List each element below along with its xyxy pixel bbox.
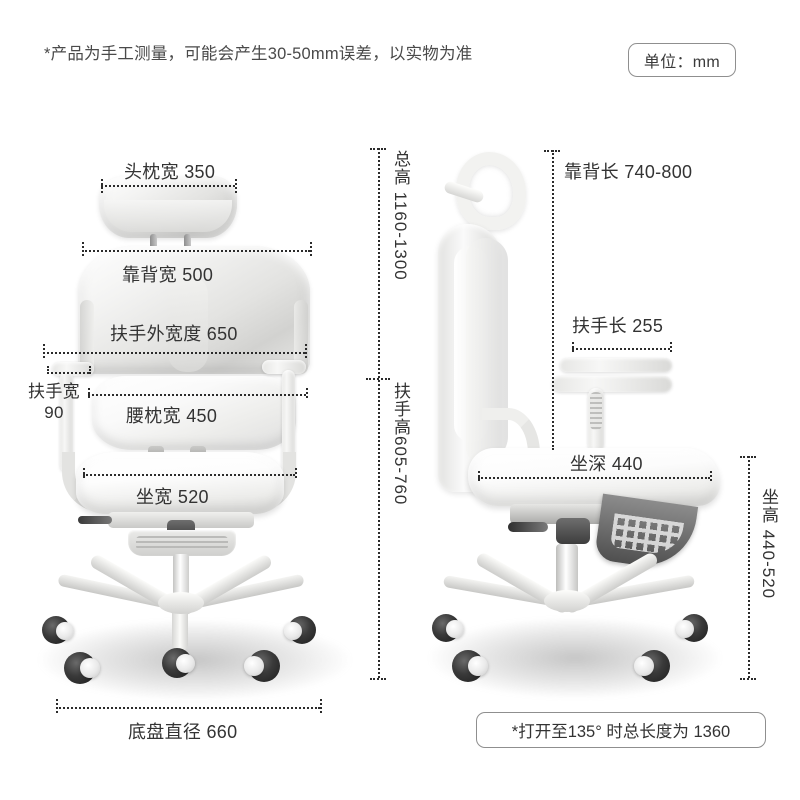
base-hub	[158, 592, 204, 614]
guide-seat-width-cap-right	[295, 468, 297, 478]
guide-armrest-height-cap-mid	[366, 378, 390, 380]
label-base-diameter: 底盘直径 660	[128, 722, 238, 742]
armrest-post-right	[282, 370, 295, 474]
guide-backrest-length-cap-top	[544, 150, 560, 152]
guide-seat-height-cap-top	[740, 456, 756, 458]
side-armrest-pad-lower	[552, 376, 672, 392]
label-armrest-outer-width: 扶手外宽度 650	[110, 324, 238, 344]
label-armrest-width-text: 扶手宽	[28, 382, 80, 401]
guide-base-diameter	[56, 707, 320, 709]
guide-backrest-width-cap-left	[82, 242, 84, 256]
guide-lumbar-width-cap-left	[88, 388, 90, 398]
guide-armrest-outer-cap-right	[305, 344, 307, 358]
label-armrest-length: 扶手长 255	[572, 316, 664, 336]
armrest-post-left	[60, 372, 73, 472]
guide-headrest-width	[101, 185, 235, 187]
guide-armrest-outer-width	[43, 352, 305, 354]
guide-seat-depth-cap-left	[478, 471, 480, 481]
side-caster-rim-left-far	[446, 620, 464, 638]
label-backrest-length: 靠背长 740-800	[564, 162, 693, 182]
side-caster-rim-left-near	[468, 656, 488, 676]
unit-badge: 单位：mm	[628, 43, 736, 77]
guide-total-height-cap-top	[370, 148, 386, 150]
guide-seat-depth	[478, 477, 710, 479]
height-lever	[78, 516, 112, 524]
guide-seat-height-cap-bottom	[740, 678, 756, 680]
guide-seat-width-cap-left	[83, 468, 85, 478]
guide-base-diameter-cap-right	[320, 699, 322, 713]
backrest-mesh-center	[168, 276, 208, 372]
lumbar-pad	[92, 376, 296, 450]
side-view-chair	[420, 0, 740, 760]
guide-seat-width	[83, 474, 295, 476]
label-headrest-width: 头枕宽 350	[124, 162, 216, 182]
tray-slots	[136, 536, 228, 550]
measurement-disclaimer: *产品为手工测量，可能会产生30-50mm误差，以实物为准	[44, 45, 473, 63]
guide-armrest-outer-cap-left	[43, 344, 45, 358]
guide-center-vertical	[378, 148, 380, 678]
caster-rim-right-near	[244, 656, 264, 676]
seat-cushion	[76, 452, 284, 514]
guide-backrest-width	[82, 250, 310, 252]
backrest-frame-right	[294, 300, 308, 374]
guide-headrest-width-cap-left	[101, 179, 103, 193]
caster-rim-right-far	[284, 622, 302, 640]
guide-lumbar-width-cap-right	[306, 388, 308, 398]
side-gas-cylinder	[556, 544, 578, 600]
caster-rim-left-far	[56, 622, 74, 640]
side-caster-rim-right-far	[676, 620, 694, 638]
side-control-lever	[508, 522, 548, 532]
guide-backrest-width-cap-right	[310, 242, 312, 256]
caster-rim-front	[176, 654, 195, 673]
backrest-frame-left	[80, 300, 94, 374]
guide-seat-height	[748, 456, 750, 678]
headrest-seam	[104, 200, 232, 232]
label-backrest-width: 靠背宽 500	[122, 265, 214, 285]
guide-armrest-length-cap-left	[572, 342, 574, 352]
guide-backrest-length	[552, 150, 554, 450]
headrest-stem-left	[150, 234, 157, 256]
label-total-height: 总高 1160-1300	[391, 150, 410, 281]
guide-base-diameter-cap-left	[56, 699, 58, 713]
label-seat-height: 坐高 440-520	[759, 488, 778, 600]
label-seat-width: 坐宽 520	[136, 487, 209, 507]
guide-lumbar-width	[88, 394, 306, 396]
front-view-chair	[0, 0, 360, 760]
label-lumbar-width: 腰枕宽 450	[126, 406, 218, 426]
caster-rim-left-near	[80, 658, 100, 678]
guide-armrest-width-cap-left	[47, 366, 49, 374]
guide-armrest-length-cap-right	[670, 342, 672, 352]
label-armrest-width: 扶手宽 90	[22, 381, 86, 424]
side-base-hub	[544, 590, 590, 612]
label-seat-depth: 坐深 440	[570, 454, 643, 474]
gas-cylinder	[173, 554, 189, 600]
side-armrest-pad-top	[560, 358, 672, 372]
armrest-pad-right	[262, 360, 306, 374]
guide-armrest-width	[47, 372, 89, 374]
side-armrest-adjust-rail	[590, 392, 602, 430]
label-armrest-height: 扶手高605-760	[391, 382, 410, 506]
guide-headrest-width-cap-right	[235, 179, 237, 193]
guide-armrest-length	[572, 348, 670, 350]
guide-seat-depth-cap-right	[710, 471, 712, 481]
side-caster-rim-right-near	[634, 656, 654, 676]
guide-armrest-width-cap-right	[89, 366, 91, 374]
side-headrest-shell	[456, 152, 526, 230]
side-tilt-knob	[556, 518, 590, 544]
label-armrest-width-value: 90	[44, 403, 64, 423]
open-angle-note-badge: *打开至135° 时总长度为 1360	[476, 712, 766, 748]
guide-center-cap-bottom	[370, 678, 386, 680]
headrest-stem-right	[184, 234, 191, 256]
